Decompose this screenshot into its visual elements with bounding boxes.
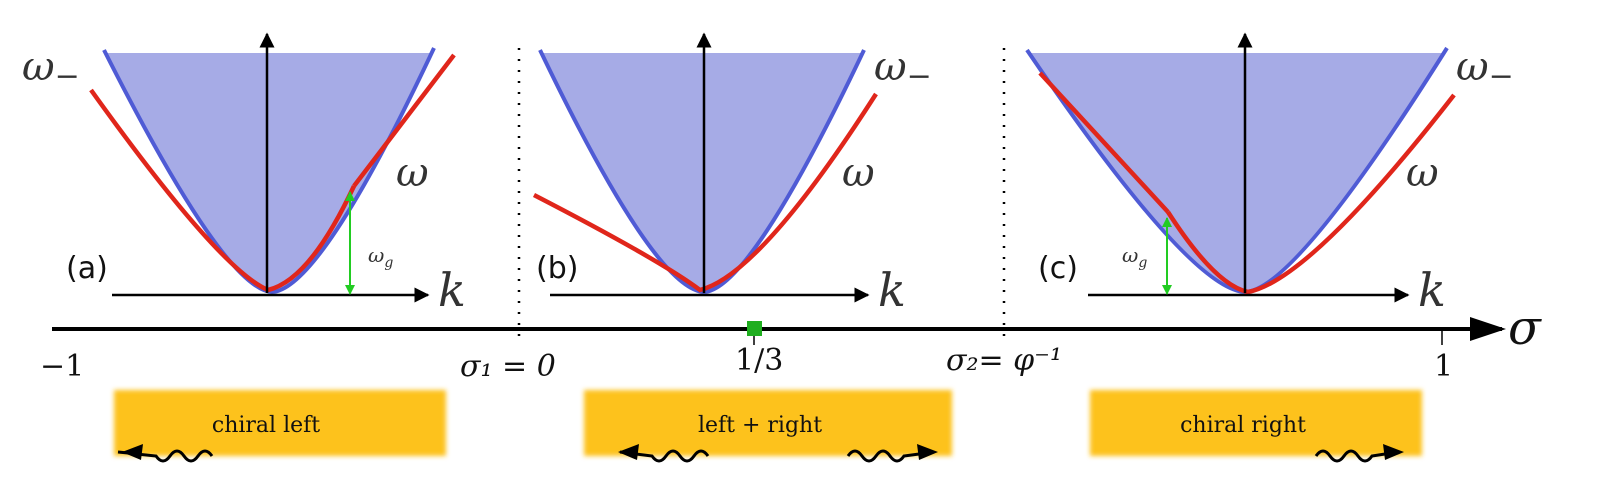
phase-box-label: left + right [698, 413, 822, 438]
continuum-region-b [541, 53, 862, 292]
wavy-arrow-right-icon [1314, 444, 1404, 463]
panel-label-b: (b) [536, 251, 578, 286]
phase-box-chiral-right: chiral right [1090, 390, 1422, 463]
tick-label-sigma2: σ₂= φ⁻¹ [946, 343, 1062, 378]
omega-g-label-a: ωg [368, 243, 393, 271]
phase-box-background [584, 390, 952, 456]
sigma-axis-symbol: σ [1508, 300, 1542, 356]
panel-a: ω− ω ωg (a) k [22, 32, 466, 317]
tick-label-minus-one: −1 [40, 349, 84, 384]
continuum-edge-a [102, 47, 436, 295]
omega-label-b: ω [842, 150, 875, 196]
wavy-arrow-right-icon [846, 444, 938, 463]
dispersion-branch-c [1038, 71, 1170, 214]
phase-box-chiral-left: chiral left [114, 390, 446, 463]
continuum-region-a [106, 53, 433, 292]
phase-box-background [1090, 390, 1422, 456]
omega-minus-label-b: ω− [874, 44, 932, 94]
wavy-arrow-left-icon [618, 444, 710, 463]
dispersion-curve-a [89, 88, 357, 293]
omega-label-c: ω [1406, 150, 1439, 196]
panel-label-c: (c) [1038, 251, 1078, 286]
marker-one-third [747, 321, 762, 336]
wavy-arrow-left-icon [117, 444, 214, 463]
tick-label-one: 1 [1434, 349, 1453, 384]
dispersion-curve-c [1166, 93, 1456, 295]
omega-g-label-c: ωg [1122, 243, 1147, 271]
panel-b: ω− ω (b) k [532, 32, 932, 317]
dispersion-branch-a [352, 53, 456, 188]
omega-label-a: ω [396, 150, 429, 196]
continuum-region-c [1029, 53, 1446, 292]
k-label-c: k [1418, 263, 1446, 317]
tick-label-sigma1: σ₁ = 0 [460, 349, 556, 384]
panel-c: ω− ω ωg (c) k [1025, 32, 1514, 317]
k-label-b: k [878, 263, 906, 317]
phase-box-label: chiral right [1180, 413, 1306, 438]
sigma-axis-arrowhead [1470, 317, 1506, 341]
sigma-axis: σ −1 σ₁ = 0 1/3 σ₂= φ⁻¹ 1 [40, 300, 1542, 384]
k-label-a: k [438, 263, 466, 317]
omega-minus-label-a: ω− [22, 44, 80, 94]
panel-label-a: (a) [66, 251, 108, 286]
phase-box-label: chiral left [212, 413, 320, 438]
phase-box-left-right: left + right [584, 390, 952, 463]
omega-minus-label-c: ω− [1456, 44, 1514, 94]
tick-label-one-third: 1/3 [735, 343, 783, 378]
phase-box-background [114, 390, 446, 456]
